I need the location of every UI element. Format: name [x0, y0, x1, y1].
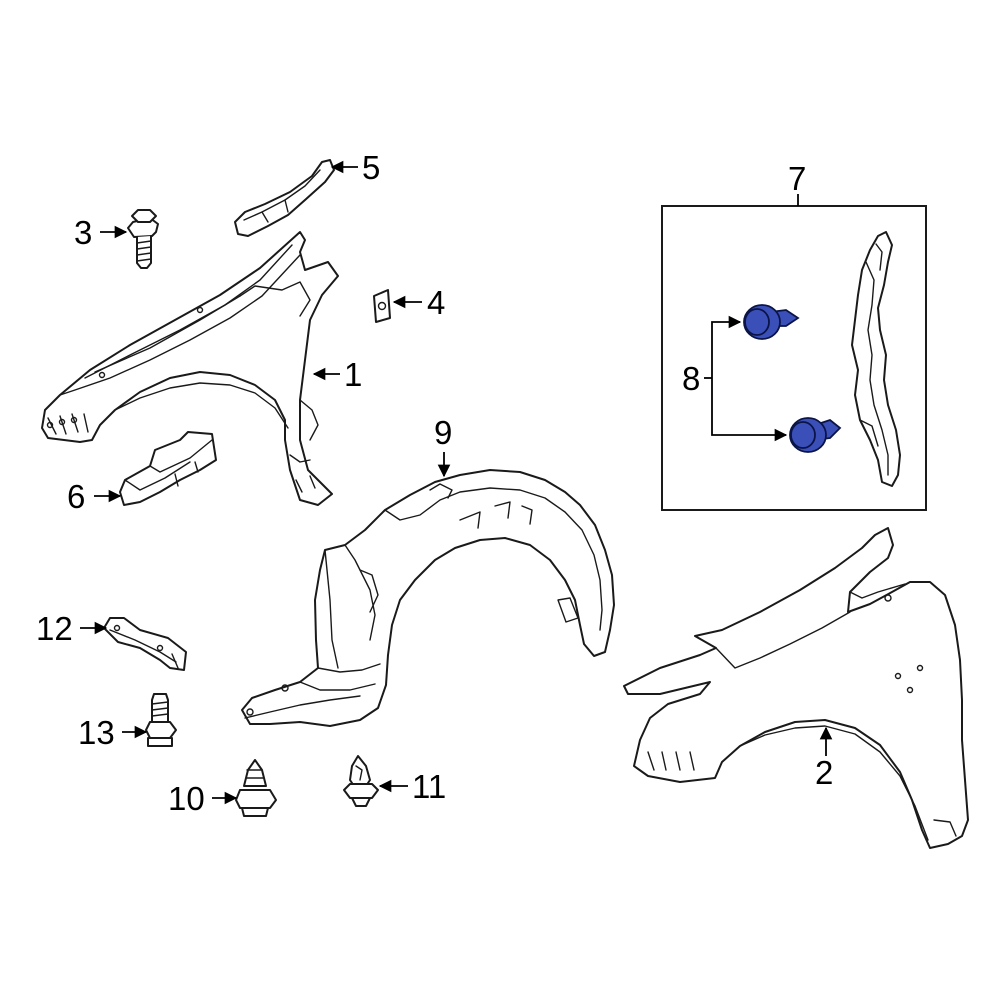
callout-1: 1 — [344, 356, 362, 393]
clip-8-lower[interactable] — [789, 417, 842, 453]
fender-side-seal[interactable] — [851, 231, 901, 487]
fender-liner[interactable] — [241, 469, 615, 727]
leader-8-lower — [711, 378, 788, 442]
callout-3: 3 — [74, 214, 92, 251]
right-fender[interactable] — [623, 527, 969, 849]
callout-9: 9 — [434, 414, 452, 451]
callout-7: 7 — [788, 160, 806, 197]
left-fender[interactable] — [41, 231, 339, 506]
callout-8: 8 — [682, 360, 700, 397]
push-clip-10[interactable] — [235, 759, 277, 817]
flange-bolt-13[interactable] — [145, 693, 177, 747]
callout-5: 5 — [362, 149, 380, 186]
leader-lines — [80, 160, 833, 805]
callout-12: 12 — [36, 610, 73, 647]
callout-11: 11 — [412, 768, 446, 805]
leader-8-upper — [711, 315, 742, 378]
callout-6: 6 — [67, 478, 85, 515]
clip-8-upper-face — [744, 308, 770, 336]
callout-labels: 1 2 3 4 5 6 7 8 9 10 11 12 13 — [36, 149, 833, 817]
retainer-clip-11[interactable] — [343, 755, 379, 807]
clip-8-lower-face — [790, 421, 816, 449]
clip-8-upper[interactable] — [743, 304, 800, 340]
callout-10: 10 — [168, 780, 205, 817]
fender-seal[interactable] — [234, 159, 335, 237]
flange-bolt[interactable] — [127, 209, 159, 269]
fender-bracket[interactable] — [119, 431, 217, 506]
kit-box — [661, 205, 927, 511]
callout-13: 13 — [78, 714, 115, 751]
small-bracket[interactable] — [103, 617, 187, 671]
clip-nut[interactable] — [373, 289, 391, 323]
callout-2: 2 — [815, 754, 833, 791]
callout-4: 4 — [427, 284, 445, 321]
